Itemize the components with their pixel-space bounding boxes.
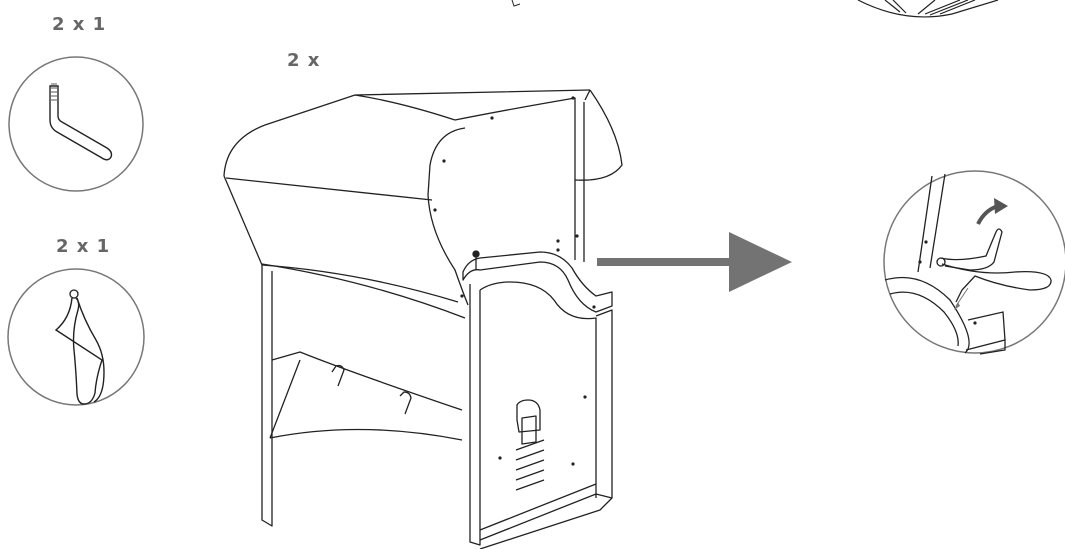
allen-key-icon [8, 56, 144, 192]
chair-rivets [433, 96, 596, 466]
cotter-pin-icon [7, 268, 145, 406]
magnified-detail-icon [883, 170, 1065, 355]
arrow-right-icon [597, 232, 792, 292]
beach-chair-drawing [223, 89, 623, 549]
top-fragment-right-circle [857, 0, 999, 18]
qty-label-allen-key: 2 x 1 [52, 14, 107, 35]
qty-label-chair: 2 x [287, 50, 321, 71]
top-fragment-center [511, 0, 521, 7]
qty-label-cotter-pin: 2 x 1 [56, 236, 111, 257]
